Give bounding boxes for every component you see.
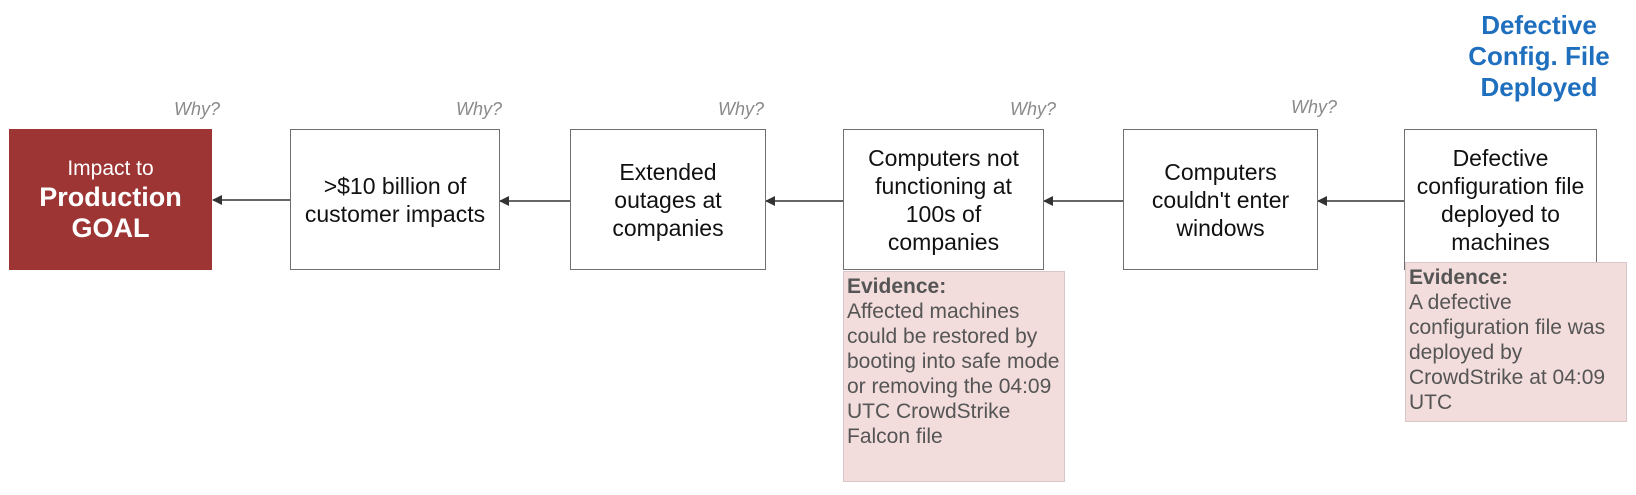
node-customer-impacts-text: >$10 billion of customer impacts (304, 172, 486, 227)
node-defective-config-file-text: Defective configuration file deployed to… (1416, 144, 1585, 255)
node-computers-not-functioning: Computers not functioning at 100s of com… (843, 129, 1044, 270)
evidence-text-2: A defective configuration file was deplo… (1409, 291, 1606, 414)
root-cause-label-line-2: Config. File (1468, 41, 1610, 71)
node-cannot-enter-windows-text: Computers couldn't enter windows (1151, 158, 1290, 241)
node-extended-outages: Extended outages at companies (570, 129, 766, 270)
goal-line-1: Impact to (67, 156, 154, 180)
evidence-title-2: Evidence: (1409, 266, 1509, 289)
why-label-5: Why? (1290, 97, 1337, 117)
why-label-3: Why? (717, 99, 764, 119)
why-label-2: Why? (455, 99, 502, 119)
evidence-note-config: Evidence: A defective configuration file… (1405, 262, 1627, 422)
goal-box: Impact to Production GOAL (9, 129, 212, 270)
node-cannot-enter-windows: Computers couldn't enter windows (1123, 129, 1318, 270)
goal-line-3: GOAL (71, 212, 150, 243)
node-customer-impacts: >$10 billion of customer impacts (290, 129, 500, 270)
root-cause-label: Defective Config. File Deployed (1428, 10, 1636, 103)
goal-line-2: Production (39, 181, 182, 212)
node-defective-config-file: Defective configuration file deployed to… (1404, 129, 1597, 270)
evidence-title-1: Evidence: (847, 275, 947, 298)
node-computers-not-functioning-text: Computers not functioning at 100s of com… (868, 144, 1019, 255)
root-cause-label-line-3: Deployed (1480, 72, 1598, 102)
why-label-1: Why? (173, 99, 220, 119)
evidence-note-computers: Evidence: Affected machines could be res… (843, 271, 1065, 482)
evidence-text-1: Affected machines could be restored by b… (847, 300, 1060, 448)
root-cause-label-line-1: Defective (1481, 10, 1597, 40)
node-extended-outages-text: Extended outages at companies (612, 158, 724, 241)
why-label-4: Why? (1009, 99, 1056, 119)
